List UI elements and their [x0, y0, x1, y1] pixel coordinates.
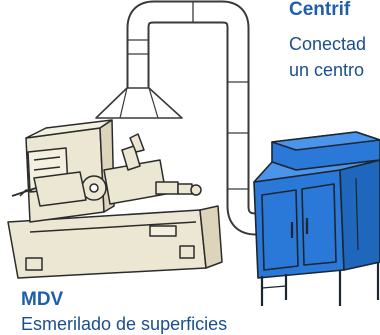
- duct-pipe-icon: [126, 0, 274, 236]
- centrifuge-title: Centrif: [289, 0, 351, 20]
- centrifuge-description-line-1: Conectad: [289, 34, 367, 54]
- hood-icon: [95, 87, 183, 119]
- mdv-description: Esmerilado de superficies: [21, 314, 228, 334]
- grinder-machine-icon: [7, 119, 223, 279]
- mdv-title: MDV: [21, 289, 64, 310]
- centrifuge-description-line-2: un centro: [289, 60, 365, 80]
- collector-unit-icon: [253, 131, 380, 306]
